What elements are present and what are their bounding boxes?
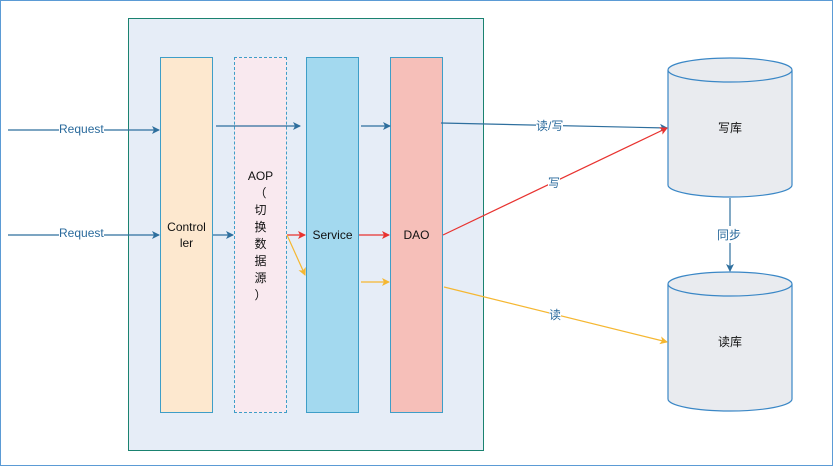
write-edge-label: 写 — [548, 174, 561, 191]
aop-label-0: AOP — [247, 169, 274, 183]
aop-label-7: ） — [254, 288, 267, 302]
write-db-cylinder — [667, 57, 793, 198]
aop-label-4: 数 — [254, 237, 267, 251]
dao-layer: DAO — [390, 57, 443, 413]
aop-to-service-read-arrow — [286, 234, 306, 276]
dao-label: DAO — [403, 228, 430, 242]
read-edge-label: 读 — [549, 306, 562, 323]
service-label: Service — [312, 228, 353, 242]
service-layer: Service — [306, 57, 359, 413]
write-db-label: 写库 — [718, 120, 742, 135]
read-write-edge-label: 读/写 — [536, 117, 564, 134]
aop-label-2: 切 — [254, 203, 267, 217]
aop-layer: AOP （ 切 换 数 据 源 ） — [234, 57, 287, 413]
controller-label-line1: Control — [167, 220, 206, 234]
controller-layer: Control ler — [160, 57, 213, 413]
controller-label-line2: ler — [179, 236, 194, 250]
read-db-cylinder — [667, 271, 793, 412]
aop-label-3: 换 — [254, 220, 267, 234]
read-db-label: 读库 — [718, 334, 742, 349]
sync-edge-label: 同步 — [717, 226, 742, 243]
request-label-2: Request — [59, 226, 104, 240]
request-label-1: Request — [59, 122, 104, 136]
aop-label-6: 源 — [254, 271, 267, 285]
aop-label-5: 据 — [254, 254, 267, 268]
aop-label-1: （ — [254, 186, 267, 200]
